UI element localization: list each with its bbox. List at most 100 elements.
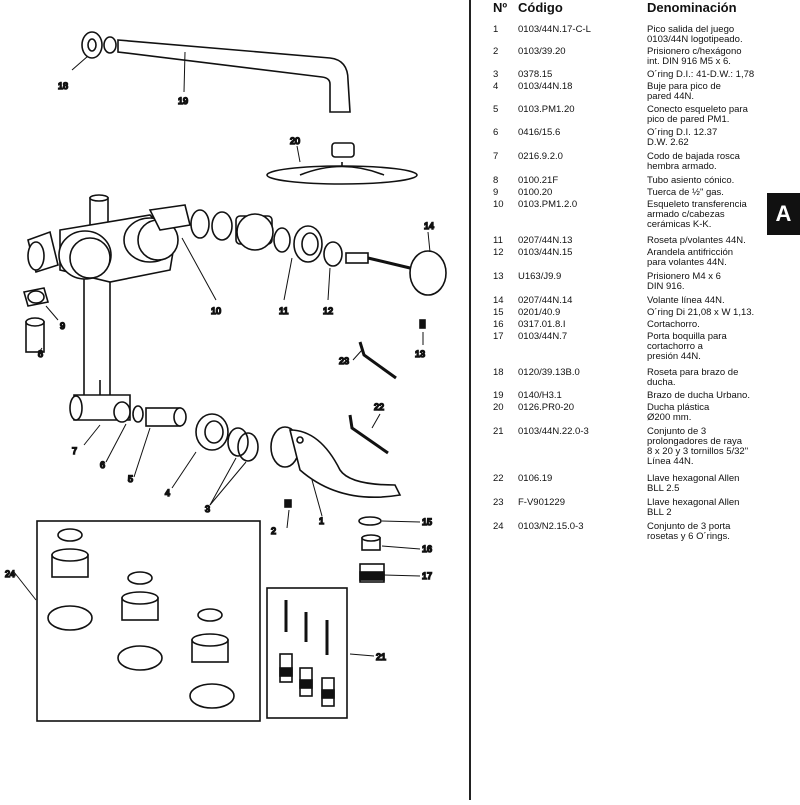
- callout-7: 7: [72, 446, 77, 456]
- callout-24: 24: [5, 569, 15, 579]
- part-num: 13: [493, 271, 504, 282]
- callout-5: 5: [128, 474, 133, 484]
- header-code: Código: [518, 0, 563, 15]
- part-code: 0100.21F: [518, 175, 559, 186]
- part-code: 0103/44N.22.0-3: [518, 426, 589, 437]
- part-8-tube: [25, 317, 45, 353]
- part-10-cartridge: [190, 209, 274, 251]
- part-code: 0103.PM1.2.0: [518, 199, 578, 210]
- part-code: 0140/H3.1: [518, 390, 562, 401]
- part-name: Buje para pico de pared 44N.: [647, 81, 721, 102]
- part-num: 10: [493, 199, 504, 210]
- part-code: 0103.PM1.20: [518, 104, 575, 115]
- callout-23: 23: [339, 356, 349, 366]
- part-name: O´ring Di 21,08 x W 1,13.: [647, 307, 755, 318]
- leader-lines: [13, 51, 431, 657]
- header-num: Nº: [493, 0, 508, 15]
- divider-line: [469, 0, 471, 800]
- part-num: 16: [493, 319, 504, 330]
- part-num: 19: [493, 390, 504, 401]
- callout-11: 11: [279, 306, 288, 316]
- part-name: Volante línea 44N.: [647, 295, 725, 306]
- callout-8: 8: [38, 349, 43, 359]
- callout-4: 4: [165, 488, 170, 498]
- part-18-rosette: [81, 31, 117, 59]
- part-name: Roseta para brazo de ducha.: [647, 367, 739, 388]
- part-code: 0201/40.9: [518, 307, 561, 318]
- part-code: 0103/39.20: [518, 46, 566, 57]
- header-name: Denominación: [647, 0, 737, 15]
- part-code: 0126.PR0-20: [518, 402, 574, 413]
- part-code: 0416/15.6: [518, 127, 561, 138]
- part-num: 12: [493, 247, 504, 258]
- part-num: 21: [493, 426, 504, 437]
- part-code: 0100.20: [518, 187, 553, 198]
- part-num: 18: [493, 367, 504, 378]
- part-name: O´ring D.I. 12.37 D.W. 2.62: [647, 127, 718, 148]
- part-num: 22: [493, 473, 504, 484]
- callout-21: 21: [376, 652, 386, 662]
- part-17-holder: [359, 563, 385, 583]
- part-name: Prisionero c/hexágono int. DIN 916 M5 x …: [647, 46, 742, 67]
- part-code: 0103/N2.15.0-3: [518, 521, 584, 532]
- part-5-connector: [132, 405, 187, 427]
- part-name: Porta boquilla para cortachorro a presió…: [647, 331, 727, 362]
- section-tab: A: [767, 193, 800, 235]
- part-code: 0378.15: [518, 69, 553, 80]
- part-name: Esqueleto transferencia armado c/cabezas…: [647, 199, 747, 230]
- part-12-washer: [323, 241, 343, 267]
- callout-6: 6: [100, 460, 105, 470]
- part-24-box: [36, 520, 261, 722]
- callout-3: 3: [205, 504, 210, 514]
- part-num: 4: [493, 81, 499, 92]
- part-name: Conecto esqueleto para pico de pared PM1…: [647, 104, 748, 125]
- callout-16: 16: [422, 544, 432, 554]
- part-num: 24: [493, 521, 504, 532]
- part-name: Cortachorro.: [647, 319, 700, 330]
- part-code: F-V901229: [518, 497, 566, 508]
- part-num: 6: [493, 127, 499, 138]
- part-name: O´ring D.I.: 41-D.W.: 1,78: [647, 69, 755, 80]
- part-name: Ducha plástica Ø200 mm.: [647, 402, 710, 423]
- part-20-shower-head: [266, 142, 418, 185]
- part-num: 7: [493, 151, 499, 162]
- callout-2: 2: [271, 526, 276, 536]
- part-13-14-handle: [345, 250, 447, 329]
- part-num: 2: [493, 46, 499, 57]
- part-name: Codo de bajada rosca hembra armado.: [647, 151, 740, 172]
- part-num: 20: [493, 402, 504, 413]
- part-code: 0103/44N.17-C-L: [518, 24, 591, 35]
- part-code: 0103/44N.18: [518, 81, 573, 92]
- part-19-shower-arm: [117, 39, 351, 113]
- callout-1: 1: [319, 516, 324, 526]
- callout-10: 10: [211, 306, 221, 316]
- part-name: Pico salida del juego 0103/44N logotipea…: [647, 24, 743, 45]
- exploded-diagram: 18 19 20 14 10 11 12 9 13 8 23 22 7 6 5 …: [4, 31, 447, 722]
- part-6-oring: [113, 401, 131, 423]
- callout-19: 19: [178, 96, 188, 106]
- part-code: 0317.01.8.I: [518, 319, 566, 330]
- part-1-spout: [270, 426, 402, 508]
- callout-15: 15: [422, 517, 432, 527]
- part-22-allen-key: [348, 414, 389, 455]
- callout-17: 17: [422, 571, 432, 581]
- part-16-aerator: [361, 534, 381, 551]
- part-name: Llave hexagonal Allen BLL 2: [647, 497, 740, 518]
- part-num: 14: [493, 295, 504, 306]
- callout-9: 9: [60, 321, 65, 331]
- part-num: 8: [493, 175, 499, 186]
- part-code: 0207/44N.14: [518, 295, 573, 306]
- callout-18: 18: [58, 81, 68, 91]
- part-num: 23: [493, 497, 504, 508]
- part-code: 0106.19: [518, 473, 553, 484]
- part-23-allen-key: [358, 341, 397, 380]
- part-3-orings: [227, 427, 259, 462]
- part-code: 0216.9.2.0: [518, 151, 563, 162]
- part-name: Tuerca de ½" gas.: [647, 187, 724, 198]
- callout-22: 22: [374, 402, 384, 412]
- valve-body: [27, 194, 191, 421]
- part-num: 11: [493, 235, 503, 246]
- part-num: 15: [493, 307, 504, 318]
- callouts: 18 19 20 14 10 11 12 9 13 8 23 22 7 6 5 …: [4, 80, 435, 663]
- part-name: Llave hexagonal Allen BLL 2.5: [647, 473, 740, 494]
